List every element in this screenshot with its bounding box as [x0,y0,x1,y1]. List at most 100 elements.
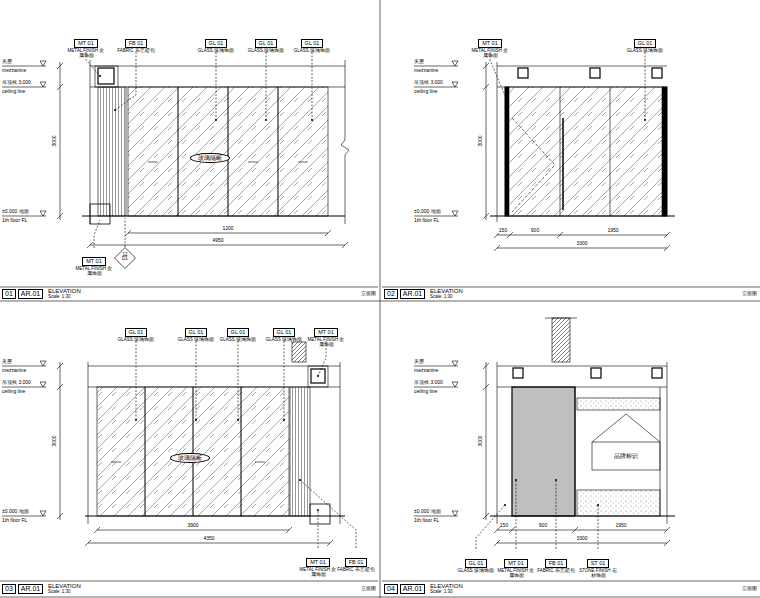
dimension-text: 1200 [222,226,233,232]
annotation: ±0.000 地面 [2,209,29,215]
dimension-vertical: 3000 [52,135,58,146]
drawing-polyline [115,52,136,110]
drawing-polygon [40,82,46,87]
drawing-polygon [40,511,46,516]
drawing-polyline [512,118,555,212]
drawing-line [327,540,333,546]
drawing-circle [237,419,239,421]
annotation: ELEVATION [430,583,463,590]
drawing-line [494,540,500,546]
drawing-rect [228,87,278,216]
annotation: 吊顶线 3.000 [2,380,31,386]
drawing-line [2,87,46,88]
dimension-vertical: 3000 [52,435,58,446]
drawing-line [2,366,46,367]
drawing-rect [512,387,575,516]
annotation: ELEVATION [48,288,81,295]
drawing-rect [290,387,310,516]
section-marker: 12D1 [114,247,136,269]
elevation-01 [2,52,349,248]
title-box: 01 [2,289,16,299]
title-box: 02 [384,289,398,299]
drawing-line [664,232,670,238]
drawing-g [476,480,598,549]
sheet-number: 02 [387,290,395,297]
drawing-line [557,232,563,238]
drawing-circle [265,119,267,121]
drawing-rect [310,504,330,524]
annotation: ±0.000 地面 [414,209,441,215]
drawing-circle [317,509,319,511]
material-tag: FB 01FABRIC 布艺硬包 [337,550,375,573]
dimension-vertical: 3000 [478,435,484,446]
drawing-circle [99,75,101,77]
drawing-rect [592,442,660,470]
drawing-line [483,384,489,390]
annotation: mezzanine [414,368,438,374]
drawing-line [57,213,63,219]
drawing-line [57,363,63,369]
drawing-circle [195,419,197,421]
drawing-line [497,366,667,367]
drawing-line [414,516,458,517]
drawing-line [255,462,265,463]
drawing-line [90,66,345,67]
title-box: AR.01 [18,289,43,299]
material-name: GLASS 玻璃饰面 [197,49,235,54]
drawing-g [490,52,645,120]
drawing-line [88,543,330,544]
drawing-rect [145,387,193,516]
drawing-line [507,232,513,238]
drawing-line [380,0,381,598]
drawing-line [645,52,646,120]
drawing-circle [299,479,301,481]
material-code: FB 01 [345,558,368,567]
material-code: GL 01 [273,328,296,337]
drawing-line [516,480,517,549]
drawing-rect [577,490,660,516]
drawing-circle [317,375,319,377]
drawing-line [125,218,126,247]
annotation: 吊顶线 3.000 [414,380,443,386]
annotation: 吊顶线 3.000 [2,80,31,86]
drawing-rect [278,87,328,216]
material-code: GL 01 [185,328,208,337]
drawing-rect [98,87,126,216]
drawing-line [414,216,458,217]
material-tag: GL 01GLASS 玻璃饰面 [293,31,331,54]
drawing-line [556,480,557,549]
annotation: 1th floor FL [414,518,439,524]
section-number: D1 [114,257,136,262]
drawing-line [286,527,292,533]
drawing-line [60,362,61,520]
drawing-line [88,366,340,367]
drawing-rect [241,387,289,516]
elevation-04 [414,318,675,549]
drawing-line [325,230,331,236]
drawing-line [664,540,670,546]
drawing-line [414,387,458,388]
material-tag: MT 01METAL FINISH 金属饰面 [299,550,337,578]
elevation-03 [2,341,356,548]
annotation: 立面图 [742,291,757,297]
material-code: MT 01 [478,39,502,48]
dimension-vertical: 3000 [478,135,484,146]
material-code: GL 01 [301,39,324,48]
material-code: GL 01 [125,328,148,337]
title-box: AR.01 [400,584,425,594]
drawing-line [0,301,760,302]
drawing-line [57,84,63,90]
material-code: MT 01 [314,328,338,337]
drawing-line [486,362,487,520]
mark-text: 玻璃隔断 [198,155,222,161]
drawing-line [60,62,61,220]
material-tag: MT 01METAL FINISH 金属饰面 [497,551,535,579]
material-name: STONE FINISH 石材饰面 [579,569,617,579]
drawing-line [598,505,599,549]
annotation: 立面图 [361,291,376,297]
title-box: AR.01 [400,289,425,299]
sheet-number: 01 [5,290,13,297]
drawing-line [57,63,63,69]
material-code: MT 01 [82,257,106,266]
